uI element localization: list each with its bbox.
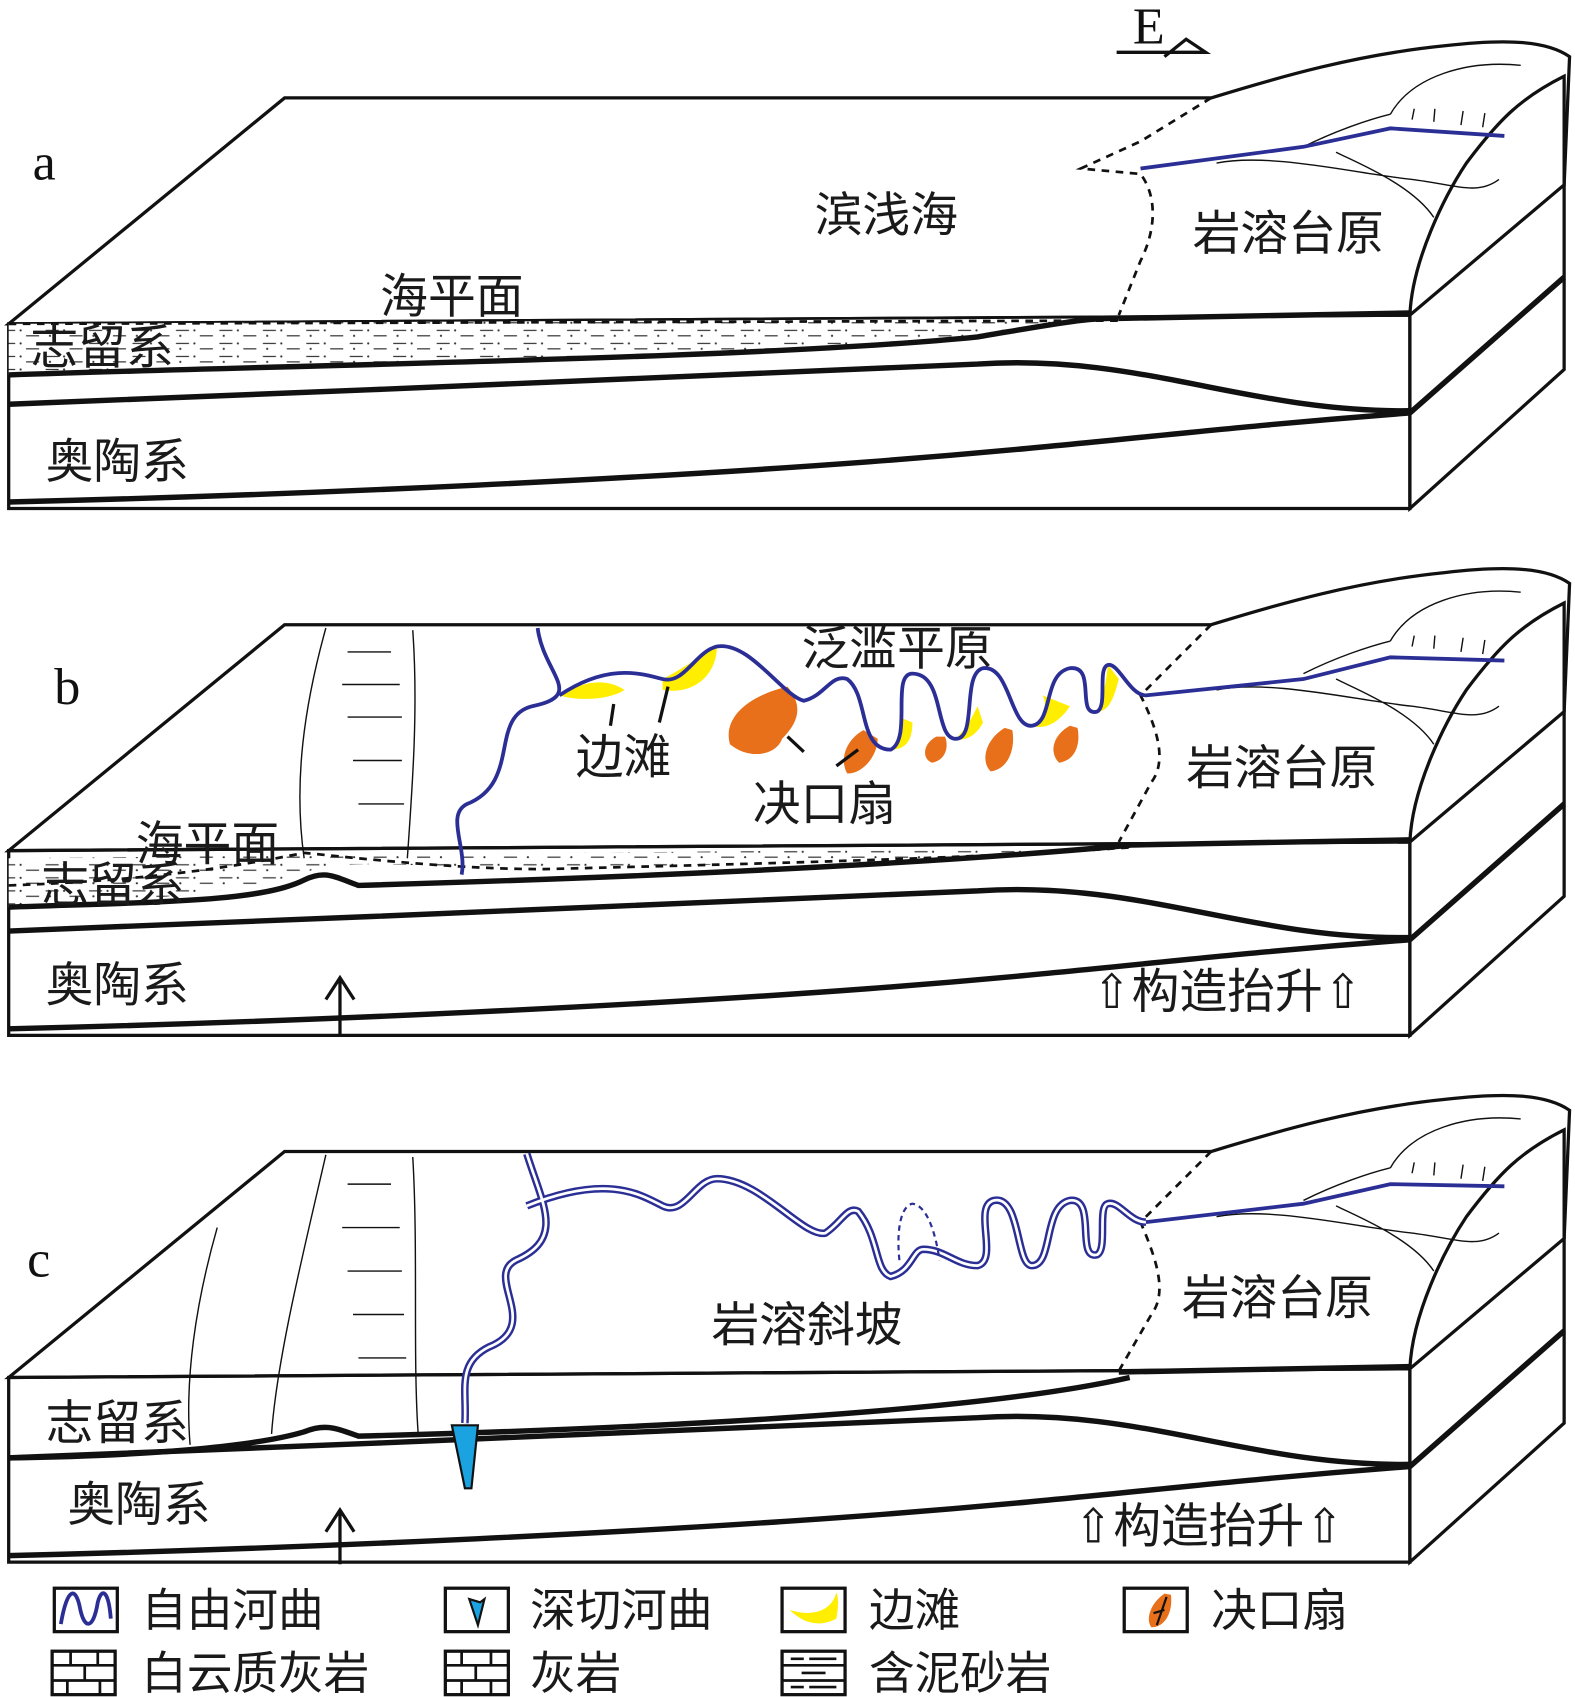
label-shallow-sea: 滨浅海: [815, 189, 958, 244]
pointer-arrows-b: [608, 686, 860, 768]
compass-label: E: [1133, 0, 1165, 56]
legend-label: 决口扇: [1211, 1584, 1348, 1637]
label-silurian-a: 志留系: [30, 321, 173, 376]
legend-label: 白云质灰岩: [141, 1647, 369, 1697]
point-bars: [559, 646, 1119, 750]
label-karst-plateau-a: 岩溶台原: [1193, 207, 1384, 262]
silurian-layer-b: [8, 847, 1130, 908]
incised-valley-c: [188, 1154, 419, 1445]
river-a: [1140, 126, 1505, 171]
legend-item-dolomitic-limestone: 白云质灰岩: [50, 1647, 369, 1697]
panel-b: b 泛滥平原 边滩 决口扇 岩溶台原 海平面 志留系 奥陶系 ⇧构造抬升⇧: [9, 569, 1570, 1036]
label-sea-level-b: 海平面: [136, 817, 279, 872]
legend-item-point-bar: 边滩: [780, 1584, 960, 1637]
label-sea-level-a: 海平面: [380, 270, 523, 325]
incised-meander-river-c: [461, 1152, 1505, 1424]
incised-channel: [450, 1424, 480, 1490]
legend-label: 灰岩: [530, 1647, 621, 1697]
point-bar-icon: [780, 1586, 847, 1634]
legend-item-free-meander: 自由河曲: [52, 1584, 324, 1637]
label-ordovician-a: 奥陶系: [46, 435, 189, 490]
label-ordovician-c: 奥陶系: [67, 1478, 210, 1533]
sea-level-line-b: [8, 846, 1130, 887]
limestone-icon: [443, 1649, 510, 1697]
panel-letter-c: c: [27, 1231, 50, 1288]
free-meander-river-b: [558, 644, 1505, 752]
label-floodplain: 泛滥平原: [802, 622, 993, 677]
label-karst-plateau-b: 岩溶台原: [1186, 741, 1377, 796]
dolomitic-limestone-icon: [50, 1649, 117, 1697]
label-ordovician-b: 奥陶系: [46, 959, 189, 1014]
sea-level-line-a: [8, 319, 1119, 326]
uplift-arrow-icon: [324, 1507, 356, 1565]
uplift-arrow-icon: [324, 974, 356, 1035]
block-a: [9, 42, 1570, 509]
oxbow-lake: [897, 1202, 941, 1261]
coastline-c: [1117, 1150, 1213, 1372]
legend-label: 深切河曲: [530, 1584, 712, 1637]
coastline-a: [1075, 96, 1212, 316]
legend-item-limestone: 灰岩: [443, 1647, 621, 1697]
coastline-b: [1117, 623, 1213, 843]
legend-label: 边滩: [869, 1584, 960, 1637]
muddy-sandstone-icon: [780, 1649, 847, 1697]
panel-letter-b: b: [54, 659, 80, 716]
north-arrow-icon: [1116, 37, 1212, 58]
legend-item-crevasse-splay: 决口扇: [1122, 1584, 1348, 1637]
label-karst-plateau-c: 岩溶台原: [1182, 1271, 1373, 1326]
label-point-bar: 边滩: [576, 731, 672, 786]
legend: 自由河曲 深切河曲 边滩 决口扇 白云质灰岩 灰岩: [50, 1584, 1348, 1697]
label-silurian-c: 志留系: [46, 1396, 189, 1451]
legend-label: 自由河曲: [141, 1584, 323, 1637]
legend-item-incised-meander: 深切河曲: [443, 1584, 713, 1637]
panel-c: c 岩溶斜坡 岩溶台原 志留系 奥陶系 ⇧构造抬升⇧: [9, 1095, 1570, 1564]
crevasse-splay-icon: [1122, 1586, 1189, 1634]
river-b-lower: [455, 627, 562, 875]
label-uplift-c: ⇧构造抬升⇧: [1073, 1500, 1344, 1555]
silurian-layer-a: [8, 318, 1119, 375]
label-silurian-b: 志留系: [41, 859, 184, 914]
legend-item-muddy-sandstone: 含泥砂岩: [780, 1647, 1051, 1697]
incised-meander-icon: [443, 1586, 510, 1634]
incised-valley-b: [299, 627, 416, 859]
legend-label: 含泥砂岩: [869, 1647, 1051, 1697]
label-karst-slope: 岩溶斜坡: [711, 1299, 902, 1354]
panel-a: a 滨浅海 岩溶台原 海平面 志留系 奥陶系: [9, 42, 1570, 509]
panel-letter-a: a: [33, 134, 56, 191]
label-uplift-b: ⇧构造抬升⇧: [1092, 965, 1363, 1020]
compass-east: E: [1116, 0, 1212, 58]
label-crevasse-splay: 决口扇: [753, 777, 896, 832]
crevasse-splays: [728, 686, 1079, 774]
free-meander-icon: [52, 1586, 119, 1634]
